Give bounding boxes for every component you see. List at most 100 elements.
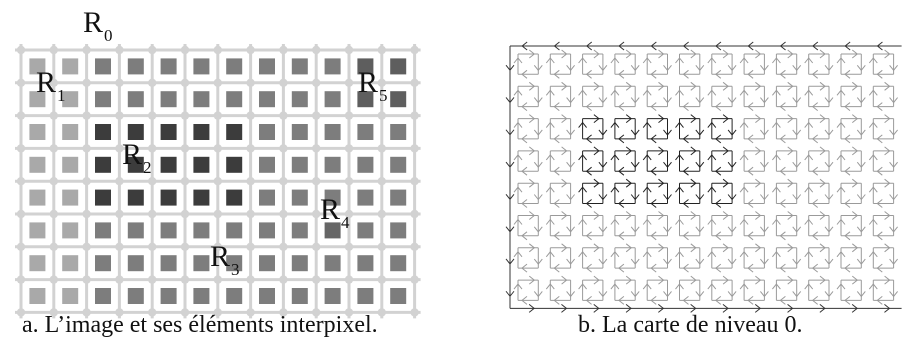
pixel xyxy=(390,189,407,206)
pointel xyxy=(410,308,419,317)
dart-arrowhead xyxy=(889,194,898,201)
pointel xyxy=(377,209,386,219)
dart-arrowhead xyxy=(836,57,846,64)
dart-arrowhead xyxy=(682,263,689,273)
dart-arrowhead xyxy=(714,199,722,208)
dart-arrowhead xyxy=(707,57,717,64)
dart-arrowhead xyxy=(856,291,866,298)
dart-arrowhead xyxy=(727,64,737,72)
dart-arrowhead xyxy=(593,275,600,285)
pointel xyxy=(377,308,386,317)
pointel xyxy=(279,45,288,55)
dart-arrowhead xyxy=(505,258,515,265)
dart-arrowhead xyxy=(690,275,697,285)
dart-arrowhead xyxy=(585,69,592,79)
pixel xyxy=(259,124,275,140)
pointel xyxy=(180,242,190,251)
pixel xyxy=(226,58,243,75)
pixel xyxy=(291,288,308,304)
pixel xyxy=(95,124,111,140)
pixel xyxy=(160,189,177,206)
dart-arrowhead xyxy=(747,69,754,79)
dart-arrowhead xyxy=(722,146,729,156)
dart-arrowhead xyxy=(663,161,672,169)
dart-arrowhead xyxy=(739,218,749,225)
dart-arrowhead xyxy=(804,250,814,258)
dart-arrowhead xyxy=(690,114,697,123)
dart-arrowhead xyxy=(545,283,555,290)
pointel xyxy=(115,177,124,186)
dart-arrowhead xyxy=(772,121,781,128)
pixel xyxy=(291,222,308,239)
pixel xyxy=(357,156,374,173)
dart-arrowhead xyxy=(663,258,672,265)
dart-arrowhead xyxy=(844,134,851,144)
dart-arrowhead xyxy=(561,114,568,123)
dart-arrowhead xyxy=(625,49,633,59)
region-label-r3: R3 xyxy=(210,240,240,279)
dart-arrowhead xyxy=(695,161,705,169)
dart-arrowhead xyxy=(889,64,898,72)
region-label-r2: R2 xyxy=(122,138,152,177)
dart-arrowhead xyxy=(844,102,851,111)
dart-arrowhead xyxy=(804,121,814,128)
pixel xyxy=(29,156,46,173)
dart-arrowhead xyxy=(739,57,749,64)
dart-arrowhead xyxy=(695,194,705,201)
dart-arrowhead xyxy=(722,114,729,123)
pointel xyxy=(213,78,222,88)
dart-arrowhead xyxy=(610,89,620,96)
pixel xyxy=(29,222,46,239)
pixel xyxy=(390,288,407,304)
dart-arrowhead xyxy=(851,81,859,91)
dart-arrowhead xyxy=(824,291,834,298)
dart-arrowhead xyxy=(625,275,633,285)
dart-arrowhead xyxy=(747,296,754,305)
pointel xyxy=(246,45,255,55)
pointel xyxy=(49,177,58,186)
dart-arrowhead xyxy=(707,154,717,161)
dart-arrowhead xyxy=(787,146,794,156)
pointel xyxy=(180,78,190,88)
dart-arrowhead xyxy=(824,129,834,136)
pointel xyxy=(148,45,157,55)
dart-arrowhead xyxy=(819,275,826,285)
dart-arrowhead xyxy=(824,64,834,72)
dart-arrowhead xyxy=(675,186,684,193)
dart-arrowhead xyxy=(553,199,560,208)
pixel xyxy=(226,255,243,272)
pointel xyxy=(148,275,157,284)
pointel xyxy=(49,242,58,251)
dart-arrowhead xyxy=(747,41,754,51)
dart-arrowhead xyxy=(779,102,786,111)
pixel xyxy=(62,156,79,173)
pointel xyxy=(82,144,91,153)
pixel xyxy=(193,156,210,173)
pointel xyxy=(180,308,190,317)
dart-arrowhead xyxy=(561,211,568,220)
dart-arrowhead xyxy=(682,102,689,111)
pointel xyxy=(16,242,26,251)
dart-arrowhead xyxy=(675,250,684,258)
pointel xyxy=(312,111,321,120)
dart-arrowhead xyxy=(545,121,555,128)
dart-arrowhead xyxy=(714,296,722,305)
pixel xyxy=(62,58,79,75)
dart-arrowhead xyxy=(836,186,846,193)
dart-arrowhead xyxy=(618,166,625,176)
dart-arrowhead xyxy=(787,304,794,313)
pointel xyxy=(246,111,255,120)
pixel xyxy=(259,58,275,75)
dart-arrowhead xyxy=(739,250,749,258)
dart-arrowhead xyxy=(585,41,593,51)
pixel xyxy=(29,58,46,75)
dart-arrowhead xyxy=(787,275,794,285)
dart-arrowhead xyxy=(690,304,697,313)
dart-arrowhead xyxy=(625,304,632,313)
dart-arrowhead xyxy=(553,296,560,305)
dart-arrowhead xyxy=(844,231,851,241)
dart-arrowhead xyxy=(598,194,608,201)
dart-arrowhead xyxy=(819,114,826,123)
dart-arrowhead xyxy=(787,49,794,59)
dart-arrowhead xyxy=(811,231,819,241)
